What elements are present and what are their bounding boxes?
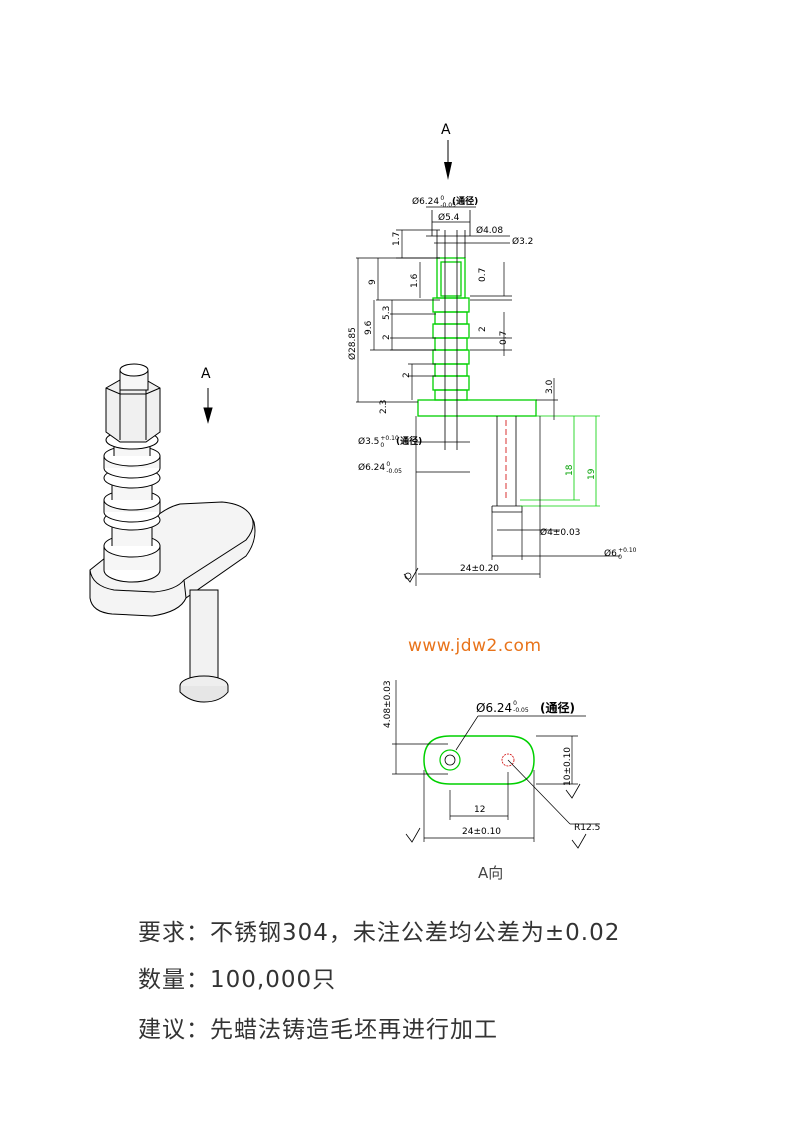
requirement-material: 要求：不锈钢304，未注公差均公差为±0.02: [138, 920, 621, 946]
dim-d624-top-view-note: (通径): [540, 700, 575, 715]
dim-d35: Ø3.5: [358, 436, 379, 447]
dim-h30: 3.0: [545, 379, 555, 394]
dim-h408-top: 4.08±0.03: [383, 680, 393, 728]
dim-d624-top-view-tol-1: -0.05: [513, 707, 529, 714]
top-dimension-lines: [392, 680, 600, 842]
dim-d624b-tol-1: -0.05: [386, 468, 402, 475]
dim-w24-top: 24±0.10: [462, 827, 501, 837]
dim-h07a: 0.7: [478, 268, 488, 282]
dim-d54: Ø5.4: [438, 212, 460, 223]
dim-d35-tol-1: 0: [380, 442, 384, 449]
dim-d624-top-view: Ø6.24: [476, 701, 512, 715]
dim-d32: Ø3.2: [512, 236, 533, 247]
dim-h9: 9: [368, 279, 378, 285]
requirement-quantity: 数量：100,000只: [138, 967, 337, 993]
dim-h2885: Ø28.85: [347, 327, 358, 360]
dim-h16: 1.6: [410, 273, 420, 288]
dim-h2b: 2: [478, 326, 488, 332]
isometric-view: [89, 363, 256, 703]
dim-w24-front: 24±0.20: [460, 564, 499, 574]
dim-d6-tol-1: 0: [618, 554, 622, 561]
dim-d624-top-view-tol-0: 0: [513, 700, 517, 707]
watermark-url: www.jdw2.com: [408, 636, 542, 656]
dim-d624-top: Ø6.24: [412, 196, 439, 207]
front-dimension-lines: [356, 206, 620, 586]
dim-d624-top-tol-0: 0: [440, 195, 444, 202]
dim-d624-top-tol-1: -0.05: [440, 202, 456, 209]
dim-h53: 5.3: [382, 306, 392, 320]
front-internal-lines: [431, 210, 523, 513]
iso-rings: [103, 430, 161, 546]
front-view: [356, 140, 620, 586]
dim-h07b: 0.7: [499, 331, 509, 345]
requirement-suggestion: 建议：先蜡法铸造毛坯再进行加工: [138, 1017, 498, 1043]
dim-r125-top: R12.5: [574, 823, 600, 833]
dim-d408: Ø4.08: [476, 225, 503, 236]
front-view-arrow-label: A: [441, 122, 451, 138]
front-profile: [417, 257, 537, 417]
dim-w12-top: 12: [474, 805, 485, 815]
dim-d6-tol-0: +0.10: [618, 547, 637, 554]
dim-d35-tol-0: +0.10: [380, 435, 399, 442]
dim-h96: 9.6: [364, 320, 374, 335]
dim-h2c: 2: [402, 372, 412, 378]
dim-h23: 2.3: [379, 400, 389, 414]
dim-d624b: Ø6.24: [358, 462, 385, 473]
dim-h18: 18: [565, 464, 575, 476]
dim-d624-top-note: (通径): [452, 195, 478, 207]
dim-d6: Ø6: [604, 548, 617, 559]
top-view: [392, 680, 600, 849]
dim-d624b-tol-0: 0: [386, 461, 390, 468]
dim-d35-note: (通径): [396, 435, 422, 447]
dim-h2a: 2: [382, 334, 392, 340]
dim-h19: 19: [587, 468, 597, 480]
dim-h10-top: 10±0.10: [563, 747, 573, 786]
dim-d4: Ø4±0.03: [540, 527, 580, 538]
iso-view-arrow-label: A: [201, 366, 211, 382]
top-view-caption: A向: [478, 864, 503, 882]
dim-h17: 1.7: [392, 232, 402, 246]
